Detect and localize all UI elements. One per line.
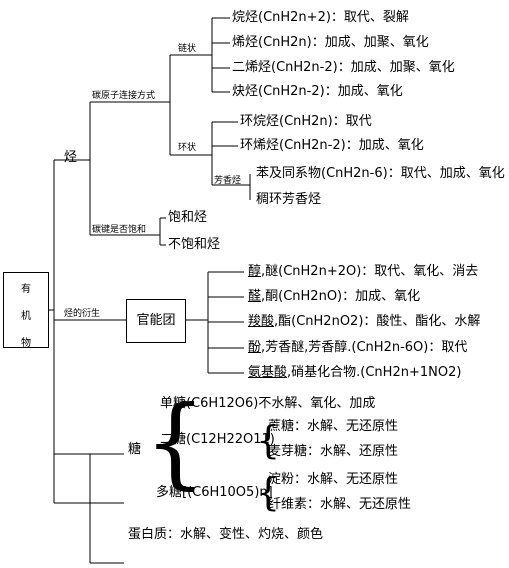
polysaccharide-item: 多糖[(C6H10O5)n]: [156, 485, 273, 500]
functional-group-box: 官能团: [126, 299, 186, 343]
acid-desc: ,酯(CnH2nO2)：酸性、酯化、水解: [274, 314, 481, 329]
unsaturated-item: 不饱和烃: [168, 237, 221, 252]
monosaccharide-item: 单糖(C6H12O6)不水解、氧化、加成: [160, 396, 376, 411]
sugar-brace: {: [144, 386, 207, 500]
sucrose-item: 蔗糖：水解、无还原性: [268, 419, 399, 434]
hydrocarbon-label: 烃: [64, 150, 78, 165]
disaccharide-item: 二糖(C12H22O11): [160, 432, 275, 447]
chain-label: 链状: [178, 44, 197, 54]
starch-item: 淀粉：水解、无还原性: [268, 472, 399, 487]
phenol-desc: ,芳香醚,芳香醇.(CnH2n-6O)：取代: [261, 340, 468, 355]
sugar-label: 糖: [128, 442, 142, 457]
alcohol-item: 醇,醚(CnH2n+2O)：取代、氧化、消去: [248, 264, 478, 280]
alcohol-keyword: 醇: [248, 264, 262, 279]
diene-item: 二烯烃(CnH2n-2)：加成、加聚、氧化: [232, 60, 455, 75]
acid-keyword: 羧酸: [248, 314, 275, 329]
aldehyde-item: 醛,酮(CnH2nO)：加成、氧化: [248, 289, 420, 305]
polysaccharide-brace: {: [256, 470, 281, 514]
aldehyde-keyword: 醛: [248, 289, 262, 304]
amino-desc: ,硝基化合物.(CnH2n+1NO2): [287, 365, 462, 380]
saturation-label: 碳键是否饱和: [92, 225, 147, 235]
disaccharide-brace: {: [256, 418, 281, 462]
alkyne-item: 炔烃(CnH2n-2)：加成、氧化: [232, 84, 403, 99]
alcohol-desc: ,醚(CnH2n+2O)：取代、氧化、消去: [261, 264, 479, 279]
acid-item: 羧酸,酯(CnH2nO2)：酸性、酯化、水解: [248, 314, 480, 330]
ring-label: 环状: [178, 143, 197, 153]
amino-keyword: 氨基酸: [248, 365, 288, 380]
root-char-2: 机: [21, 311, 31, 322]
benzene-item: 苯及同系物(CnH2n-6)：取代、加成、氧化: [256, 166, 505, 181]
connection-mode-label: 碳原子连接方式: [92, 91, 156, 101]
saturated-item: 饱和烃: [168, 210, 208, 225]
phenol-keyword: 酚: [248, 340, 262, 355]
cellulose-item: 纤维素：水解、无还原性: [268, 497, 412, 512]
aromatic-label: 芳香烃: [214, 176, 242, 186]
maltose-item: 麦芽糖：水解、还原性: [268, 444, 399, 459]
root-organic-box: 有 机 物: [3, 272, 49, 349]
aldehyde-desc: ,酮(CnH2nO)：加成、氧化: [261, 289, 421, 304]
functional-group-label: 官能团: [136, 313, 176, 328]
cycloalkane-item: 环烷烃(CnH2n)：取代: [240, 114, 372, 129]
phenol-item: 酚,芳香醚,芳香醇.(CnH2n-6O)：取代: [248, 340, 467, 356]
protein-item: 蛋白质：水解、变性、灼烧、颜色: [128, 527, 324, 542]
cycloalkene-item: 环烯烃(CnH2n-2)：加成、氧化: [240, 138, 424, 153]
alkene-item: 烯烃(CnH2n)：加成、加聚、氧化: [232, 35, 429, 50]
root-char-1: 有: [21, 284, 31, 295]
fused-ring-item: 稠环芳香烃: [256, 192, 322, 207]
derivative-label: 烃的衍生: [64, 309, 101, 319]
amino-item: 氨基酸,硝基化合物.(CnH2n+1NO2): [248, 365, 461, 381]
alkane-item: 烷烃(CnH2n+2)：取代、裂解: [232, 10, 409, 25]
root-char-3: 物: [21, 338, 31, 349]
